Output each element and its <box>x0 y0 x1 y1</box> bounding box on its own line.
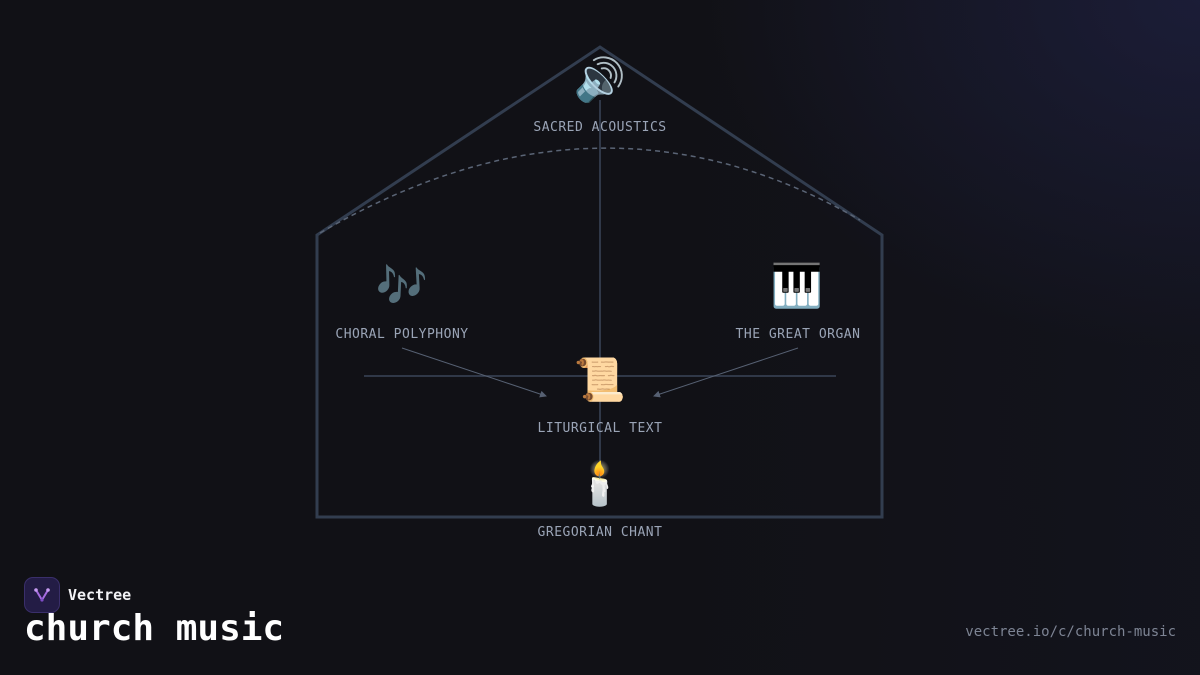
polyphony-to-liturgical-arrow <box>401 347 547 398</box>
piano-keys-icon: 🎹 <box>770 261 824 310</box>
brand-name: Vectree <box>68 586 132 604</box>
church-outline <box>315 45 884 519</box>
node-label-the-great-organ: THE GREAT ORGAN <box>735 327 861 342</box>
vault-arc <box>319 147 861 234</box>
node-label-sacred-acoustics: SACRED ACOUSTICS <box>533 120 667 135</box>
vectree-logo-icon <box>24 577 60 613</box>
music-notes-icon: 🎶 <box>375 261 429 310</box>
candle-icon: 🕯️ <box>573 459 627 508</box>
node-label-gregorian-chant: GREGORIAN CHANT <box>537 525 663 540</box>
node-label-choral-polyphony: CHORAL POLYPHONY <box>335 327 469 342</box>
scroll-icon: 📜 <box>573 355 627 404</box>
page-url[interactable]: vectree.io/c/church-music <box>965 624 1176 640</box>
node-label-liturgical-text: LITURGICAL TEXT <box>537 421 663 436</box>
page-title: church music <box>24 608 285 649</box>
brand[interactable]: Vectree <box>24 577 131 613</box>
organ-to-liturgical-arrow <box>653 347 799 398</box>
speaker-icon: 🔊 <box>573 55 627 104</box>
